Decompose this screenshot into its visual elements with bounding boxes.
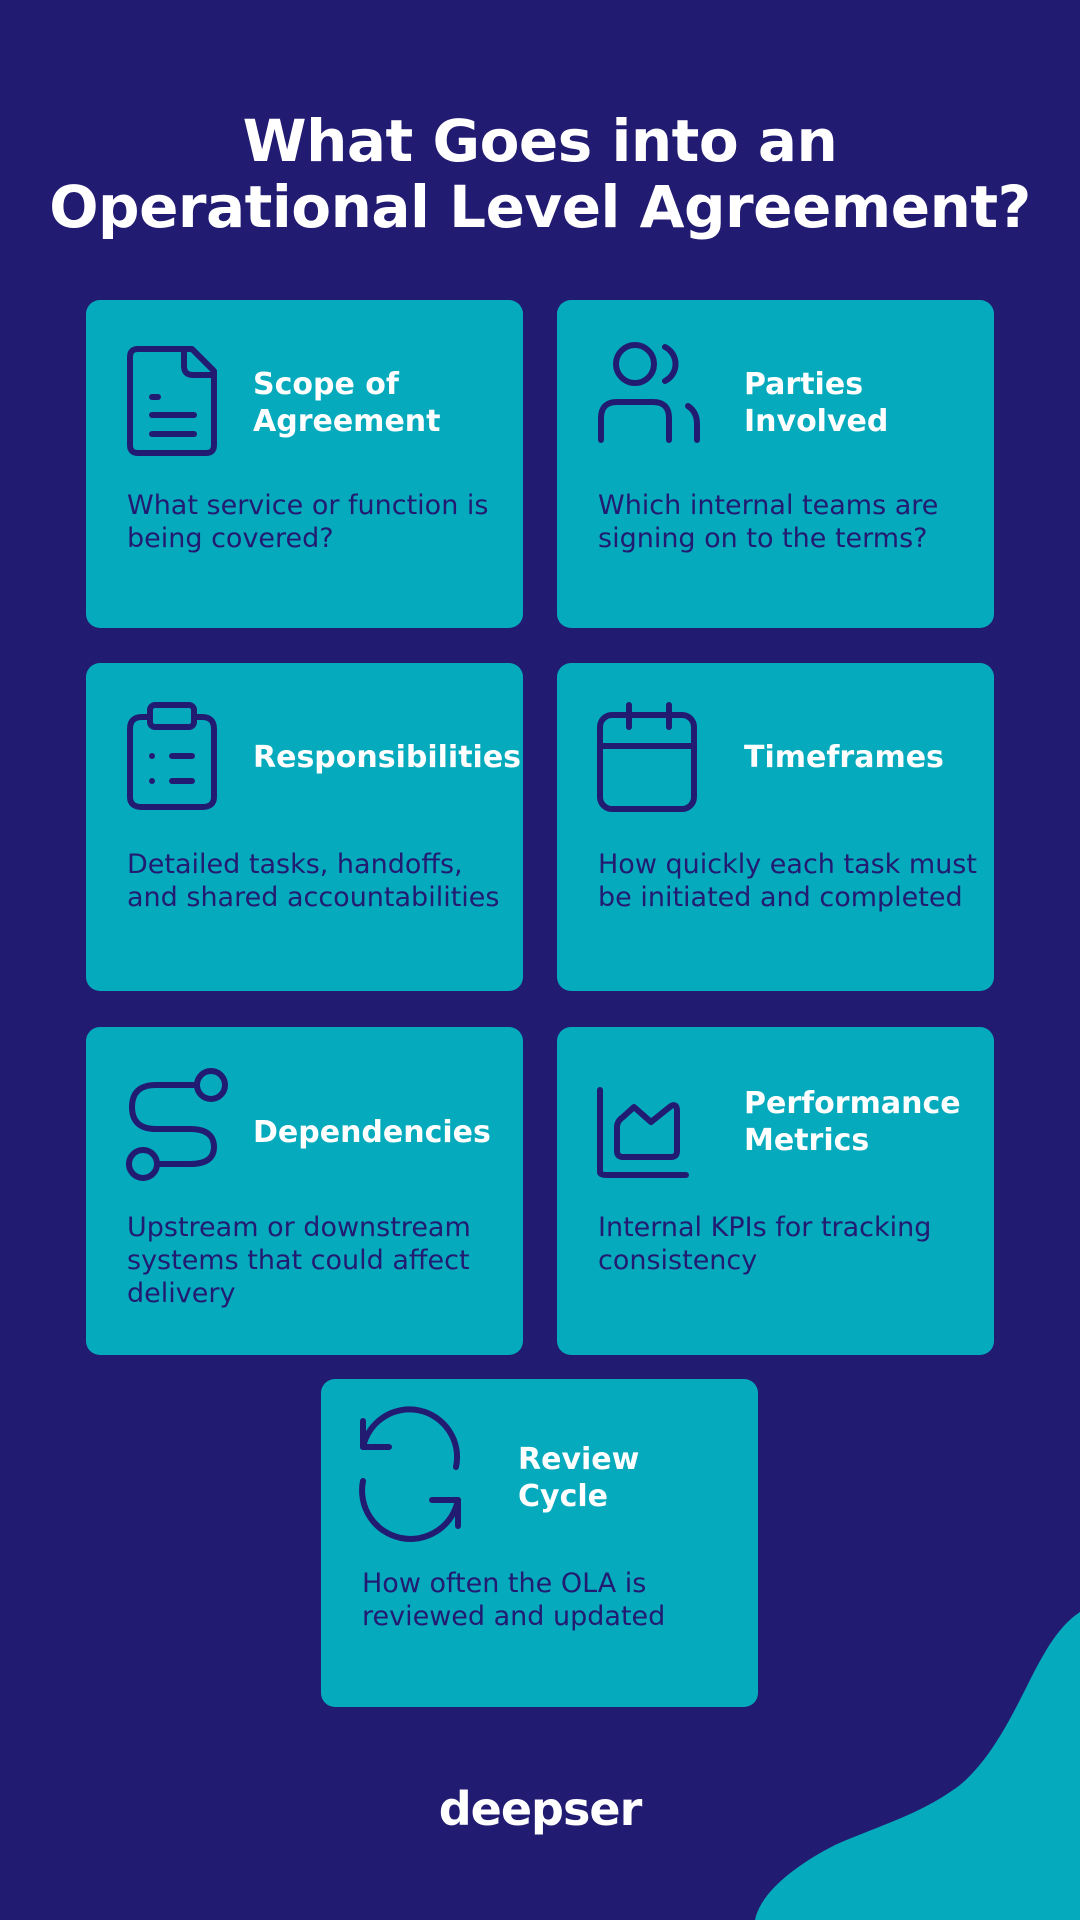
card-title: Timeframes [744, 740, 944, 775]
card-description: What service or function is being covere… [127, 490, 489, 554]
card-description: Upstream or downstream systems that coul… [127, 1212, 471, 1309]
card-description: Which internal teams are signing on to t… [598, 490, 939, 554]
area-chart-icon [597, 1067, 707, 1178]
card-timeframes: Timeframes How quickly each task must be… [557, 663, 994, 991]
card-title: Parties Involved [744, 367, 889, 439]
card-title: Performance Metrics [744, 1086, 961, 1158]
document-icon [126, 340, 236, 456]
card-description: Internal KPIs for tracking consistency [598, 1212, 932, 1276]
card-title: Responsibilities [253, 740, 522, 775]
page-title: What Goes into an Operational Level Agre… [0, 108, 1080, 240]
users-icon [597, 340, 707, 450]
refresh-cycle-icon [359, 1406, 471, 1542]
calendar-icon [597, 702, 707, 813]
route-icon [126, 1067, 236, 1181]
card-review-cycle: Review Cycle How often the OLA is review… [321, 1379, 758, 1707]
card-scope-of-agreement: Scope of Agreement What service or funct… [86, 300, 523, 628]
card-dependencies: Dependencies Upstream or downstream syst… [86, 1027, 523, 1355]
card-performance-metrics: Performance Metrics Internal KPIs for tr… [557, 1027, 994, 1355]
card-description: How often the OLA is reviewed and update… [362, 1568, 666, 1632]
card-parties-involved: Parties Involved Which internal teams ar… [557, 300, 994, 628]
card-responsibilities: Responsibilities Detailed tasks, handoff… [86, 663, 523, 991]
deepser-logo: deepser [438, 1782, 643, 1836]
card-description: Detailed tasks, handoffs, and shared acc… [127, 849, 500, 913]
card-title: Dependencies [253, 1115, 491, 1150]
title-line-1: What Goes into an [242, 107, 838, 175]
card-description: How quickly each task must be initiated … [598, 849, 977, 913]
card-title: Review Cycle [518, 1442, 640, 1514]
title-line-2: Operational Level Agreement? [49, 173, 1031, 241]
card-title: Scope of Agreement [253, 367, 441, 439]
clipboard-list-icon [126, 702, 236, 813]
